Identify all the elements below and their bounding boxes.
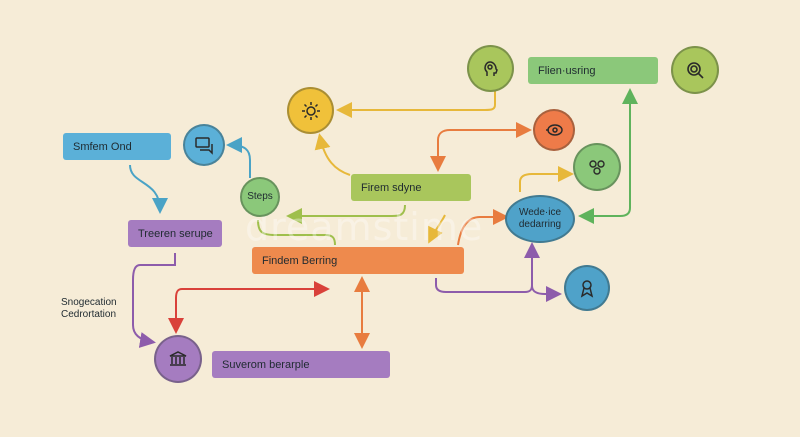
node-wedeice-label: Wede·ice dedarring — [519, 207, 561, 231]
node-steps-label: Steps — [247, 191, 273, 202]
node-flien-usring[interactable]: Flien·usring — [528, 57, 658, 84]
connector-flien-to-wedeice — [578, 92, 631, 224]
eye-target-icon[interactable] — [533, 109, 575, 151]
bank-icon[interactable] — [154, 335, 202, 383]
connector-wedeice-to-gears — [519, 166, 574, 192]
chat-screen-icon[interactable] — [183, 124, 225, 166]
connector-smfem-to-treeren — [129, 164, 168, 214]
watermark: dreamstime — [245, 205, 484, 249]
award-icon[interactable] — [564, 265, 610, 311]
connector-findem-to-award — [435, 278, 533, 293]
node-wedeice-line1: Wede·ice — [518, 207, 562, 218]
head-profile-icon[interactable] — [467, 45, 514, 92]
node-firem-sdyne-label: Firem sdyne — [361, 181, 422, 194]
snogecation-line1: Snogecation — [61, 297, 117, 308]
node-suverom-berarple[interactable]: Suverom berarple — [212, 351, 390, 378]
snogecation-text: Snogecation Cedrortation — [61, 297, 117, 321]
node-treeren-serupe[interactable]: Treeren serupe — [128, 220, 222, 247]
node-flien-usring-label: Flien·usring — [538, 64, 596, 77]
magnifier-icon[interactable] — [671, 46, 719, 94]
gear-wrench-icon[interactable] — [287, 87, 334, 134]
connector-head-to-gearwrench — [336, 90, 496, 118]
node-findem-berring[interactable]: Findem Berring — [252, 247, 464, 274]
connector-steps-to-findem — [257, 219, 336, 246]
node-smfem-ond-label: Smfem Ond — [73, 140, 132, 153]
connector-findem-to-bank — [168, 288, 326, 334]
connector-firem-to-steps — [286, 204, 406, 224]
connector-steps-to-chat — [226, 137, 251, 178]
connector-wedeice-to-award — [531, 245, 562, 302]
node-wedeice-dedarring[interactable]: Wede·ice dedarring — [505, 195, 575, 243]
connector-eye-to-firem — [437, 122, 532, 165]
node-suverom-berarple-label: Suverom berarple — [222, 358, 310, 371]
node-steps[interactable]: Steps — [240, 177, 280, 217]
node-smfem-ond[interactable]: Smfem Ond — [63, 133, 171, 160]
connector-yellow-to-findem — [428, 214, 446, 244]
connector-firem-to-gearwrench — [314, 133, 351, 176]
node-treeren-serupe-label: Treeren serupe — [138, 227, 213, 240]
node-findem-berring-label: Findem Berring — [262, 254, 338, 267]
snogecation-line2: Cedrortation — [61, 309, 117, 320]
connector-findem-to-wedeice — [457, 209, 509, 246]
node-wedeice-line2: dedarring — [518, 219, 562, 230]
node-firem-sdyne[interactable]: Firem sdyne — [351, 174, 471, 201]
connector-treeren-to-bank — [132, 253, 176, 348]
gears-icon[interactable] — [573, 143, 621, 191]
